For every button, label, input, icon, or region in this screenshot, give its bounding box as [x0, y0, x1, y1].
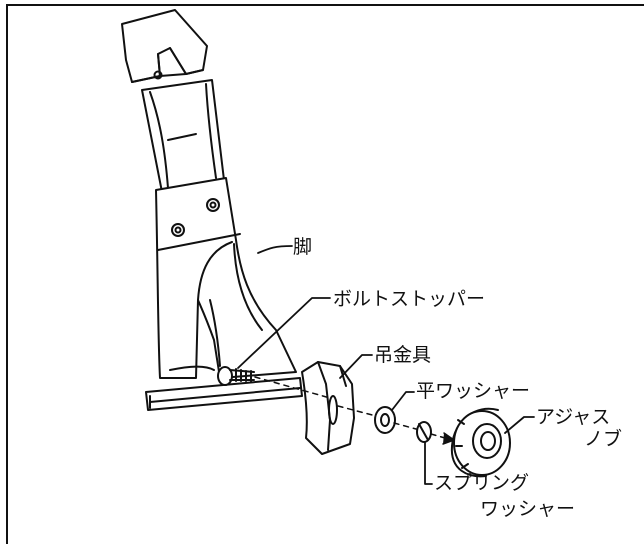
diagram-frame — [6, 4, 644, 544]
label-spring-washer-line1: スプリング — [434, 472, 530, 494]
label-adjust-knob-line2: ノブ — [584, 428, 623, 450]
label-bolt-stopper: ボルトストッパー — [333, 288, 486, 310]
leg-part — [121, 9, 303, 411]
adjust-knob-part — [450, 407, 511, 478]
label-hanger: 吊金具 — [374, 344, 432, 366]
assembly-axis — [254, 376, 453, 441]
flat-washer-part — [374, 406, 396, 434]
label-flat-washer: 平ワッシャー — [416, 380, 531, 402]
label-leg: 脚 — [293, 236, 313, 258]
hanger-part — [301, 361, 355, 455]
label-adjust-knob-line1: アジャス — [536, 406, 611, 428]
leader-lines — [237, 245, 535, 485]
spring-washer-part — [416, 421, 432, 443]
label-spring-washer-line2: ワッシャー — [480, 498, 576, 520]
